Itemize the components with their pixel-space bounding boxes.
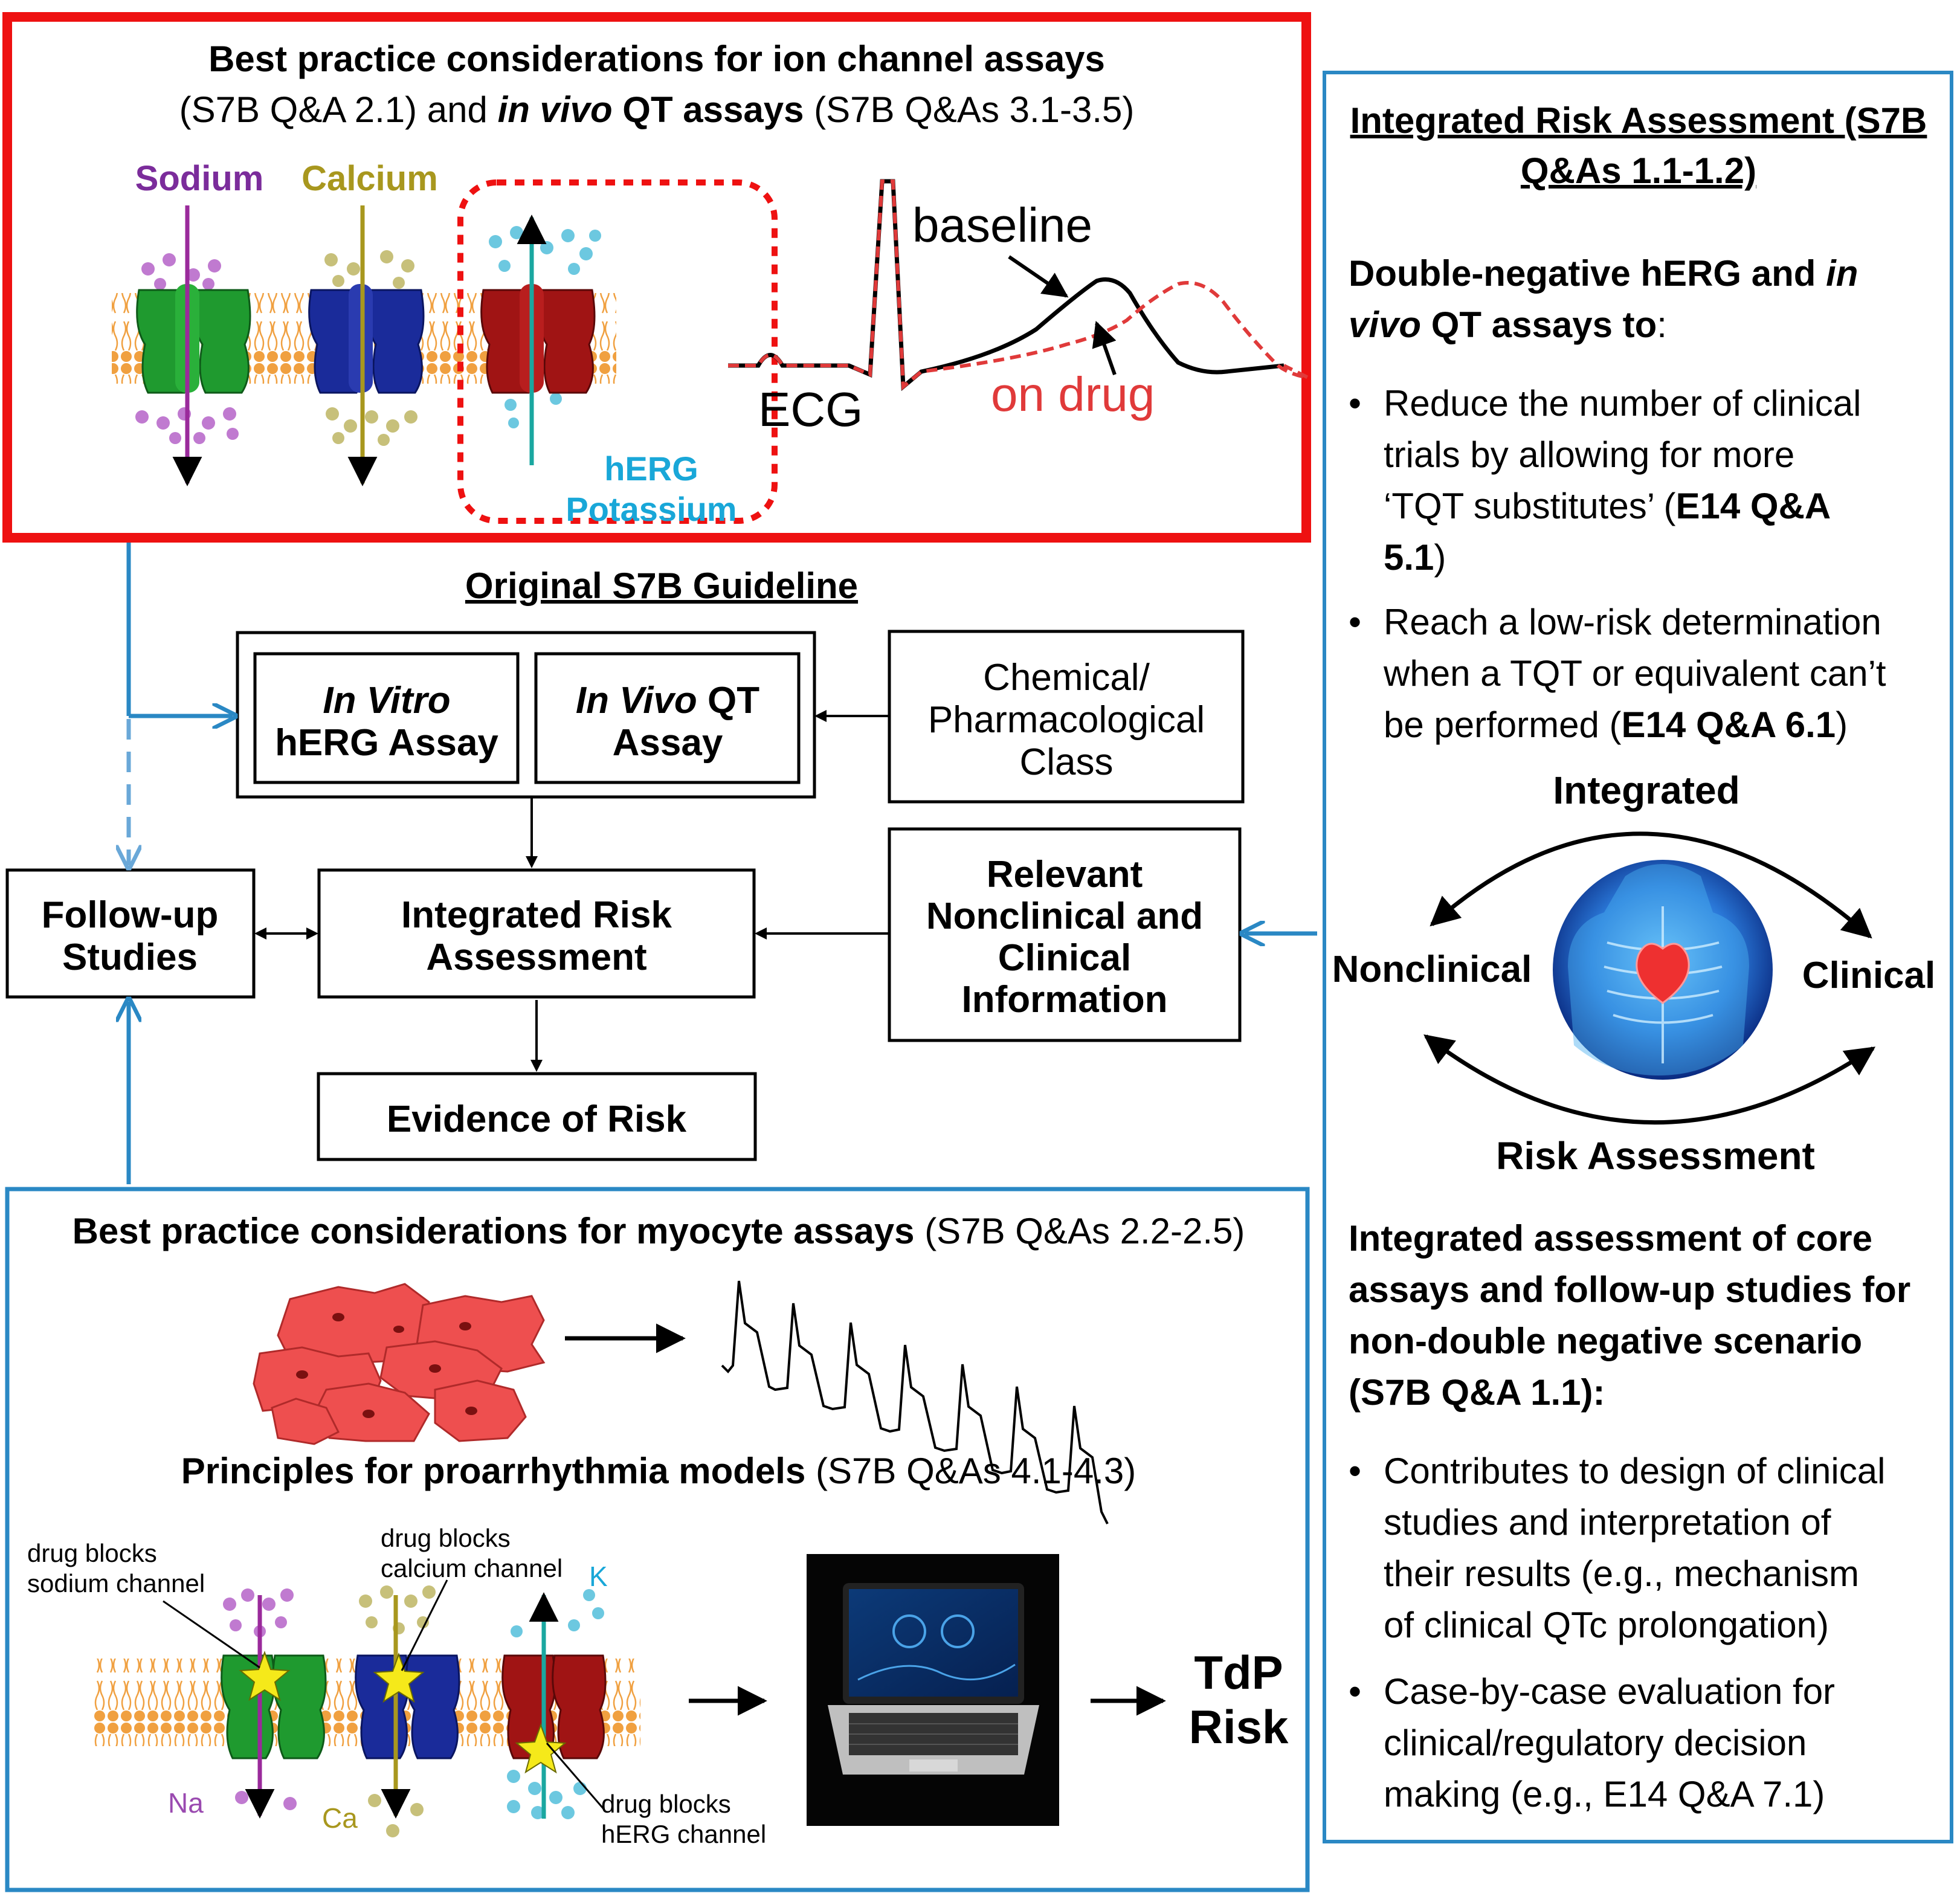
herg-channel-blocked-icon	[501, 1589, 607, 1819]
integrated-risk-label-2: Assessment	[426, 937, 646, 978]
k-ion-label: K	[589, 1561, 608, 1592]
cycle-arrow-icon	[1430, 831, 1872, 939]
chemical-class-label-3: Class	[1019, 741, 1113, 783]
bullet-3-line-1: Contributes to design of clinical	[1384, 1451, 1885, 1491]
na-block-pointer	[163, 1600, 260, 1669]
bullet-4-line-2: clinical/regulatory decision	[1384, 1723, 1807, 1763]
star-icon	[239, 1651, 291, 1701]
right-panel-frame	[1323, 71, 1953, 1843]
relevant-info-label-2: Nonclinical and	[926, 895, 1203, 937]
cycle-integrated-label: Integrated	[1553, 769, 1739, 812]
in-vitro-label: In Vitro	[323, 680, 450, 721]
myocyte-panel-title: Best practice considerations for myocyte…	[73, 1211, 1245, 1251]
blue-connectors	[129, 543, 1317, 1184]
core-assessment-line-1: Integrated assessment of core	[1349, 1218, 1872, 1259]
k-block-label-1: drug blocks	[601, 1790, 731, 1818]
cycle-risk-assessment-label: Risk Assessment	[1496, 1134, 1815, 1178]
bullet-1-line-1: Reduce the number of clinical	[1384, 383, 1861, 424]
integrated-risk-label-1: Integrated Risk	[401, 894, 672, 936]
follow-up-label-1: Follow-up	[42, 894, 219, 936]
chemical-class-label-1: Chemical/	[983, 657, 1150, 698]
in-vitro-box	[253, 652, 520, 784]
in-vivo-label-2: Assay	[613, 722, 723, 764]
evidence-label: Evidence of Risk	[387, 1098, 687, 1140]
bullet-2-line-2: when a TQT or equivalent can’t	[1383, 653, 1886, 694]
calcium-label: Calcium	[301, 159, 438, 198]
core-assessment-line-2: assays and follow-up studies for	[1349, 1269, 1910, 1310]
herg-label: hERG	[604, 450, 698, 488]
principles-title: Principles for proarrhythmia models (S7B…	[181, 1451, 1136, 1491]
baseline-label: baseline	[912, 198, 1092, 252]
bullet-3-line-2: studies and interpretation of	[1384, 1502, 1831, 1543]
follow-up-label-2: Studies	[62, 937, 198, 978]
bullet-2-line-1: Reach a low-risk determination	[1384, 602, 1881, 642]
right-panel-title-2: Q&As 1.1-1.2)	[1521, 150, 1756, 191]
double-negative-line-1: Double-negative hERG and in	[1349, 253, 1858, 294]
bullet-3-dot: •	[1349, 1451, 1361, 1491]
relevant-info-label-3: Clinical	[998, 937, 1132, 979]
chemical-class-label-2: Pharmacological	[928, 699, 1205, 741]
sodium-channel-blocked-icon	[221, 1588, 327, 1819]
in-vitro-label-2: hERG Assay	[275, 722, 498, 764]
tdp-risk-label: Risk	[1189, 1700, 1289, 1753]
bullet-4-line-3: making (e.g., E14 Q&A 7.1)	[1384, 1774, 1825, 1814]
evidence-box	[317, 1072, 757, 1161]
herg-potassium-label: Potassium	[566, 490, 737, 528]
calcium-channel-blocked-icon	[355, 1585, 460, 1837]
bullet-1-line-3: ‘TQT substitutes’ (E14 Q&A	[1384, 486, 1831, 526]
heart-torso-icon	[1553, 860, 1773, 1080]
ion-channel-panel-frame	[2, 12, 1311, 543]
bullet-4-line-1: Case-by-case evaluation for	[1384, 1671, 1835, 1712]
ca-block-label-2: calcium channel	[381, 1554, 563, 1582]
bullet-3-line-4: of clinical QTc prolongation)	[1384, 1605, 1829, 1645]
laptop-icon	[807, 1554, 1059, 1826]
cycle-clinical-label: Clinical	[1802, 955, 1936, 996]
ion-panel-title-line2: (S7B Q&A 2.1) and in vivo QT assays (S7B…	[179, 89, 1135, 130]
relevant-info-label-1: Relevant	[987, 854, 1143, 895]
ecg-label: ECG	[758, 382, 863, 436]
calcium-channel-icon	[308, 205, 425, 486]
in-vivo-label: In Vivo QT	[576, 680, 759, 721]
ca-block-label-1: drug blocks	[381, 1524, 511, 1552]
tdp-label: TdP	[1194, 1646, 1283, 1699]
cycle-nonclinical-label: Nonclinical	[1332, 949, 1532, 990]
action-potential-trace-icon	[721, 1280, 1109, 1524]
on-drug-label: on drug	[991, 367, 1155, 421]
na-block-label-1: drug blocks	[27, 1539, 157, 1567]
bullet-4-dot: •	[1349, 1671, 1361, 1712]
integrated-risk-box	[317, 868, 756, 999]
bullet-1-line-4: 5.1)	[1384, 537, 1446, 578]
bullet-1-line-2: trials by allowing for more	[1384, 434, 1794, 475]
herg-highlight-box	[457, 179, 778, 524]
relevant-info-label-4: Information	[962, 979, 1168, 1021]
bullet-1-dot: •	[1349, 383, 1361, 424]
na-block-label-2: sodium channel	[27, 1569, 205, 1598]
bullet-2-dot: •	[1349, 602, 1361, 642]
sodium-channel-icon	[135, 205, 251, 486]
bullet-2-line-3: be performed (E14 Q&A 6.1)	[1384, 705, 1848, 745]
sodium-label: Sodium	[135, 159, 264, 198]
myocyte-cells-icon	[253, 1283, 546, 1445]
k-block-label-2: hERG channel	[601, 1820, 766, 1848]
right-panel-title-1: Integrated Risk Assessment (S7B	[1350, 100, 1927, 141]
core-assessment-line-4: (S7B Q&A 1.1):	[1349, 1372, 1605, 1413]
bullet-3-line-3: their results (e.g., mechanism	[1384, 1553, 1859, 1594]
cycle-arrow-icon-bottom	[1423, 1034, 1876, 1125]
ca-block-pointer	[401, 1579, 448, 1671]
k-block-pointer	[546, 1743, 605, 1810]
ca-ion-label: Ca	[322, 1802, 358, 1834]
in-vivo-box	[534, 652, 801, 784]
core-assessment-line-3: non-double negative scenario	[1349, 1321, 1862, 1361]
myocyte-panel-frame	[5, 1187, 1310, 1892]
na-ion-label: Na	[168, 1787, 204, 1819]
flowchart-title: Original S7B Guideline	[465, 566, 858, 606]
ecg-trace-icon	[728, 179, 1309, 392]
double-negative-line-2: vivo QT assays to:	[1349, 305, 1667, 345]
herg-channel-icon	[480, 214, 601, 465]
ion-panel-title-line1: Best practice considerations for ion cha…	[208, 39, 1105, 79]
